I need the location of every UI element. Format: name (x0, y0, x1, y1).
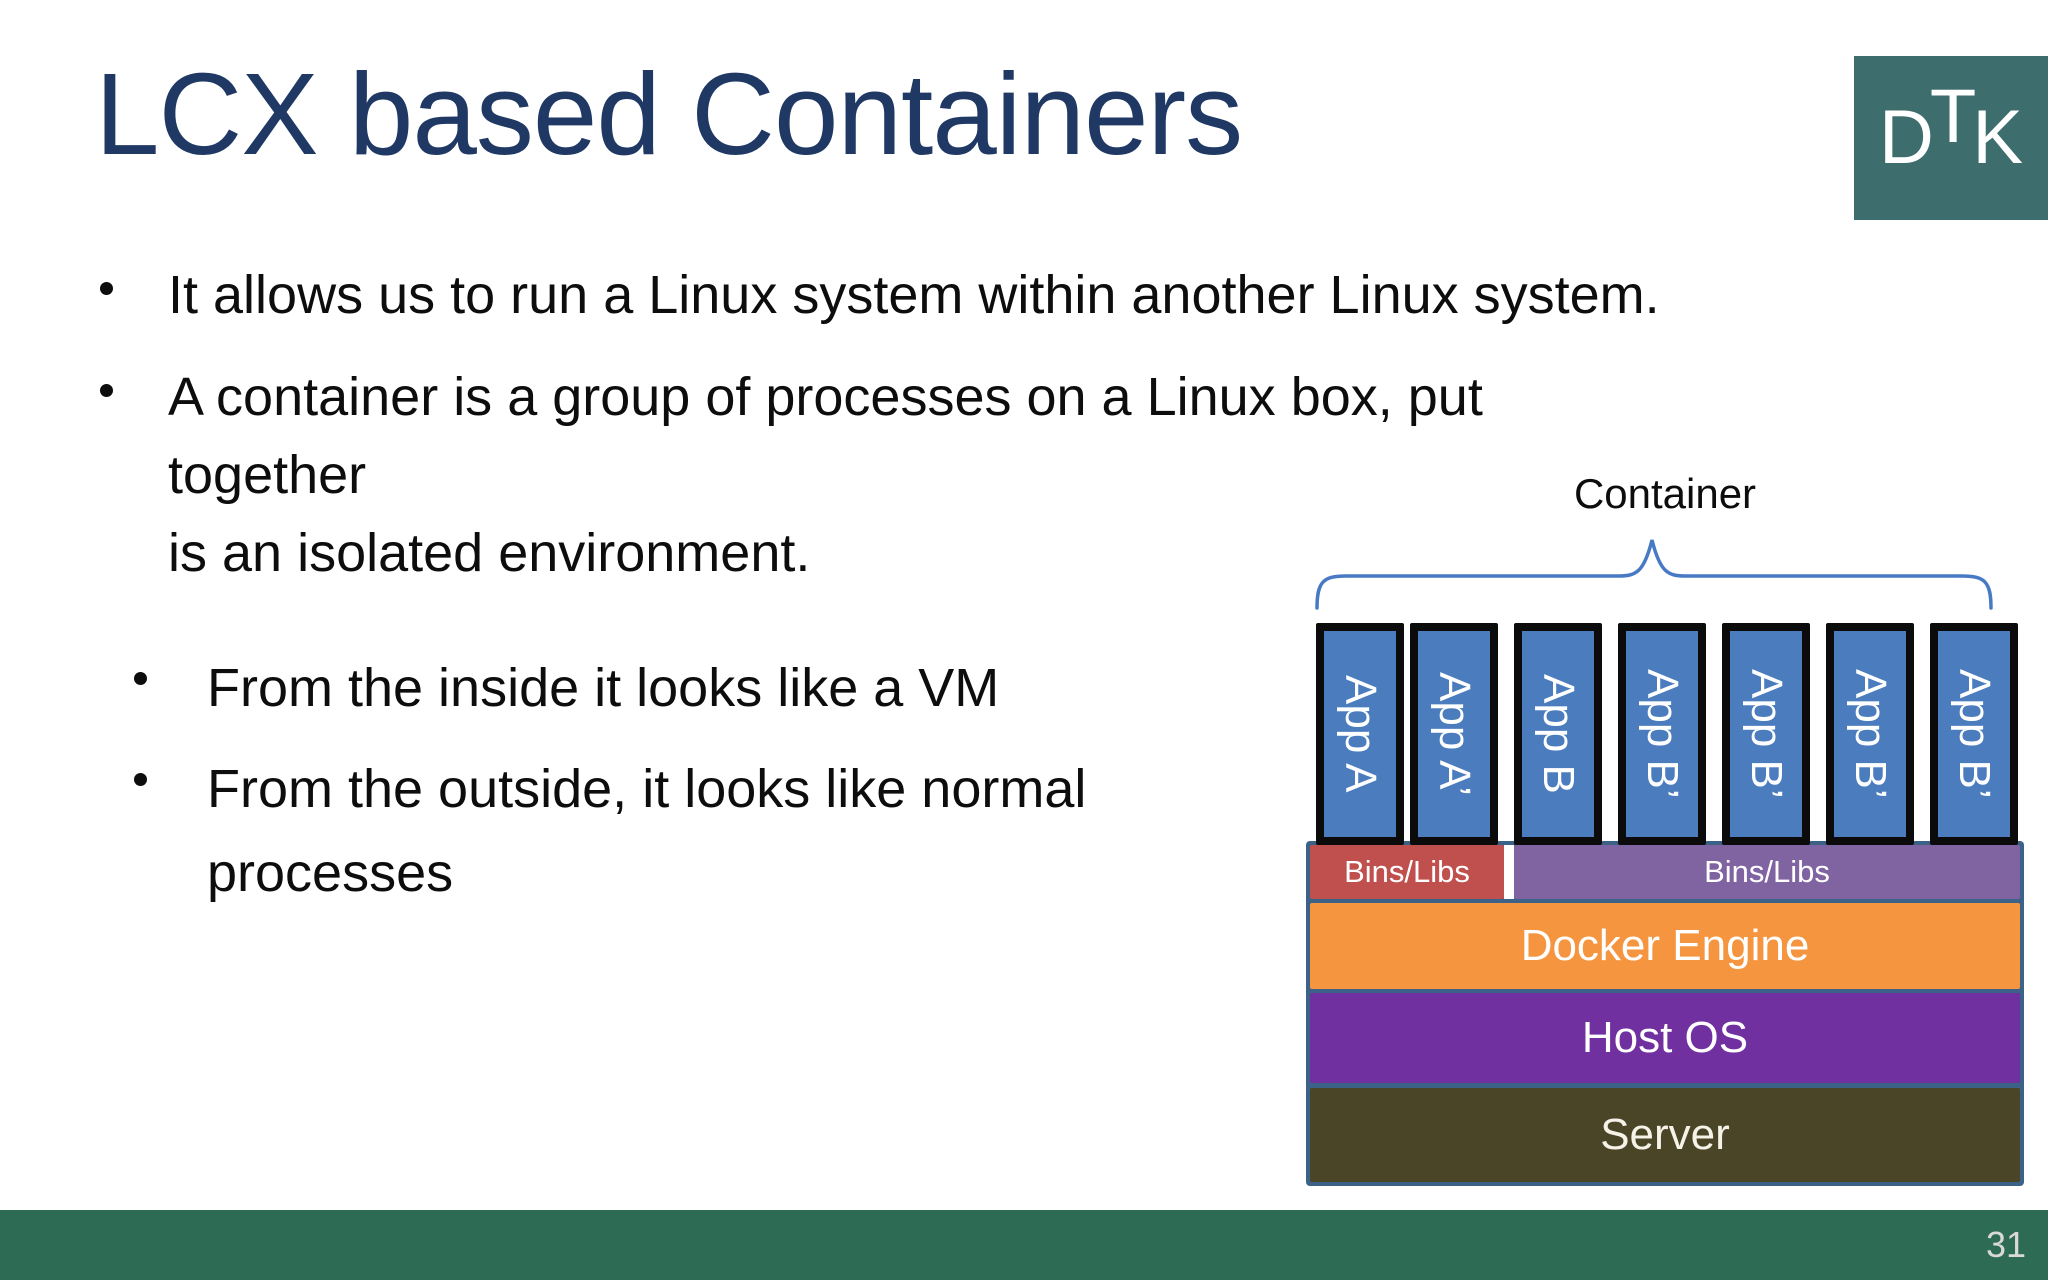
server-layer: Server (1310, 1088, 2020, 1182)
bullet-dot (134, 773, 147, 786)
bullet-line: A container is a group of processes on a… (168, 367, 1483, 505)
stack-frame: Bins/Libs Bins/Libs Docker Engine Host O… (1306, 841, 2024, 1186)
app-box-label: App B’ (1742, 669, 1791, 799)
logo-letter-d: D (1878, 95, 1934, 180)
sub-bullet-item-1: From the inside it looks like a VM (134, 646, 1434, 730)
app-box-label: App A (1336, 675, 1385, 793)
sub-bullet-item-2: From the outside, it looks like normal p… (134, 747, 1434, 915)
bullet-text: It allows us to run a Linux system withi… (168, 256, 1660, 334)
app-box-3: App B (1514, 623, 1602, 845)
bins-libs-gap (1504, 845, 1514, 899)
page-title: LCX based Containers (95, 49, 1243, 179)
sub-bullet-list: From the inside it looks like a VM From … (134, 646, 1434, 932)
page-number: 31 (1985, 1224, 2026, 1265)
app-box-label: App B’ (1638, 669, 1687, 799)
app-box-label: App B’ (1950, 669, 1999, 799)
app-box-2: App A’ (1410, 623, 1498, 845)
docker-stack-diagram: Container App A App A’ App B App B’ App … (1306, 470, 2024, 1186)
app-box-label: App B (1534, 674, 1583, 794)
app-box-label: App A’ (1430, 672, 1479, 796)
dtk-logo: D T K (1854, 56, 2048, 220)
app-box-4: App B’ (1618, 623, 1706, 845)
container-label: Container (1573, 470, 1757, 517)
bins-libs-left-label: Bins/Libs (1344, 854, 1470, 889)
bullet-item-1: It allows us to run a Linux system withi… (100, 256, 1660, 334)
logo-letter-t: T (1929, 74, 1977, 159)
bins-libs-right-label: Bins/Libs (1704, 854, 1830, 889)
bins-libs-right-box: Bins/Libs (1514, 845, 2020, 899)
app-box-6: App B’ (1826, 623, 1914, 845)
logo-letter-k: K (1972, 95, 2024, 180)
app-columns: App A App A’ App B App B’ App B’ App B’ … (1316, 623, 2018, 845)
bins-libs-row: Bins/Libs Bins/Libs (1310, 845, 2020, 899)
app-box-7: App B’ (1930, 623, 2018, 845)
bullet-dot (100, 384, 113, 397)
bullet-list: It allows us to run a Linux system withi… (100, 256, 1660, 616)
bullet-text: A container is a group of processes on a… (168, 358, 1660, 592)
footer-bar: 31 (0, 1210, 2048, 1280)
bins-libs-left-box: Bins/Libs (1310, 845, 1504, 899)
bullet-item-2: A container is a group of processes on a… (100, 358, 1660, 592)
bullet-text: From the inside it looks like a VM (207, 646, 999, 730)
app-box-1: App A (1316, 623, 1404, 845)
app-box-5: App B’ (1722, 623, 1810, 845)
bullet-line: processes (207, 843, 454, 903)
docker-engine-layer: Docker Engine (1310, 903, 2020, 989)
host-os-layer: Host OS (1310, 993, 2020, 1083)
bullet-dot (100, 282, 113, 295)
app-box-label: App B’ (1846, 669, 1895, 799)
bullet-dot (134, 672, 147, 685)
bullet-line: is an isolated environment. (168, 523, 811, 583)
bullet-line: From the inside it looks like a VM (207, 658, 1000, 718)
bullet-text: From the outside, it looks like normal p… (207, 747, 1086, 915)
bullet-line: From the outside, it looks like normal (207, 759, 1087, 819)
bullet-line: It allows us to run a Linux system withi… (168, 265, 1660, 325)
curly-brace (1315, 539, 1993, 610)
